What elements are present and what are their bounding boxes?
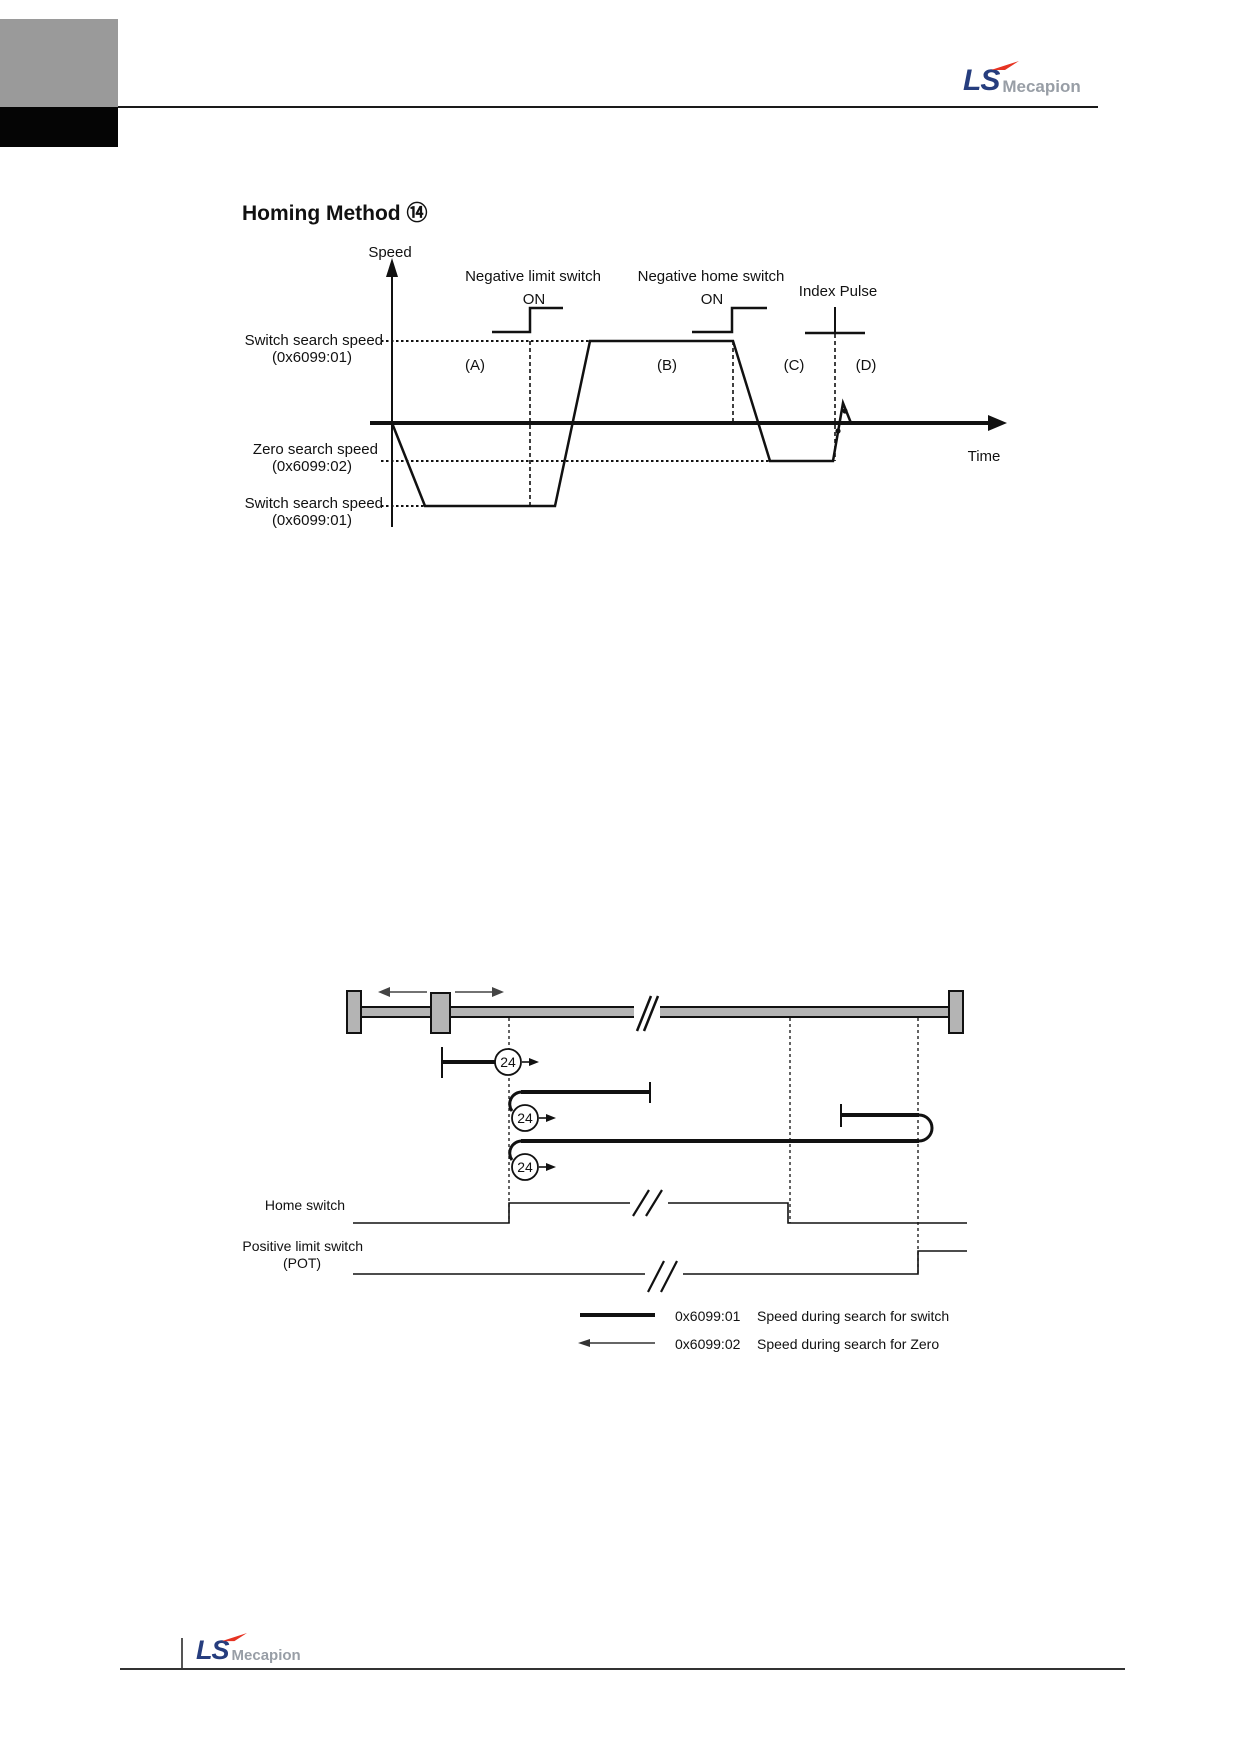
move3-arrowhead-icon [546,1163,556,1171]
neg-limit-switch-on-label: ON [523,291,546,308]
level-top-label-line1: Switch search speed [245,332,383,349]
profile-dot-1 [835,428,841,434]
home-switch-break-icon [632,1189,663,1217]
phase-c-label: (C) [784,357,805,374]
move2-step-number: 24 [517,1110,533,1126]
slider-block [430,992,451,1034]
footer-logo: LS Mecapion [196,1633,301,1664]
logo-brand-name: Mecapion [231,1647,301,1664]
pot-break-icon [647,1260,678,1293]
home-switch-label: Home switch [265,1197,345,1213]
speed-axis-arrow-icon [386,258,398,277]
legend-row2-register: 0x6099:02 [675,1336,741,1352]
header-rule [118,106,1098,108]
phase-d-label: (D) [856,357,877,374]
move3-step-number: 24 [517,1159,533,1175]
move2-arrowhead-icon [546,1114,556,1122]
move3-step-badge [511,1153,539,1181]
header-black-block [0,107,118,147]
legend: 0x6099:01 Speed during search for switch… [578,1308,949,1352]
ls-logo-swoosh-icon [991,61,1019,70]
legend-row1-register: 0x6099:01 [675,1308,741,1324]
index-pulse-label: Index Pulse [799,283,877,300]
neg-limit-switch-label: Negative limit switch [465,268,601,285]
motion-diagram: 24 24 24 Home switch [242,987,967,1352]
move3-turnaround-curve [508,1139,523,1161]
rail-right-cap [948,990,964,1034]
time-axis-label: Time [968,448,1001,465]
time-axis-arrow-icon [988,415,1007,431]
pot-break-mask [645,1263,683,1285]
speed-time-diagram: Speed Time Switch search speed (0x6099:0… [245,244,1007,529]
move-left-arrowhead-icon [378,987,390,997]
ls-logo-text: LS [963,64,1000,97]
legend-left-arrowhead-icon [578,1339,590,1347]
move-right-arrowhead-icon [492,987,504,997]
pot-signal [353,1250,967,1275]
header-logo: LS Mecapion [963,61,1081,97]
pot-label-line1: Positive limit switch [242,1238,363,1254]
move3-uturn-loop [918,1113,934,1143]
rail-break-icon [635,995,660,1032]
footer-rule [120,1668,1125,1670]
level-bottom-label-line2: (0x6099:01) [272,512,352,529]
phase-b-label: (B) [657,357,677,374]
level-zero-label-line2: (0x6099:02) [272,458,352,475]
legend-row2-desc: Speed during search for Zero [757,1336,939,1352]
level-zero-label-line1: Zero search speed [253,441,378,458]
ls-logo-swoosh-icon [221,1633,247,1642]
level-top-label-line2: (0x6099:01) [272,349,352,366]
move2-turnaround-curve [508,1090,523,1112]
neg-limit-switch-step-signal [492,306,563,334]
speed-axis-label: Speed [368,244,411,261]
move2-step-badge [511,1104,539,1132]
neg-home-switch-step-signal [692,306,767,334]
level-bottom-label-line1: Switch search speed [245,495,383,512]
velocity-profile-curve [390,339,853,508]
phase-a-label: (A) [465,357,485,374]
profile-dot-2 [842,408,848,414]
neg-home-switch-label: Negative home switch [638,268,785,285]
footer-divider-bar [181,1638,183,1668]
move1-step-badge [494,1048,522,1076]
legend-row1-desc: Speed during search for switch [757,1308,949,1324]
neg-home-switch-on-label: ON [701,291,724,308]
logo-brand-name: Mecapion [1002,77,1081,96]
pot-label-line2: (POT) [283,1255,321,1271]
move1-step-number: 24 [500,1054,516,1070]
page-title: Homing Method ⑭ [242,202,428,225]
header-gray-block [0,19,118,107]
rail-left-cap [346,990,362,1034]
move1-arrowhead-icon [529,1058,539,1066]
